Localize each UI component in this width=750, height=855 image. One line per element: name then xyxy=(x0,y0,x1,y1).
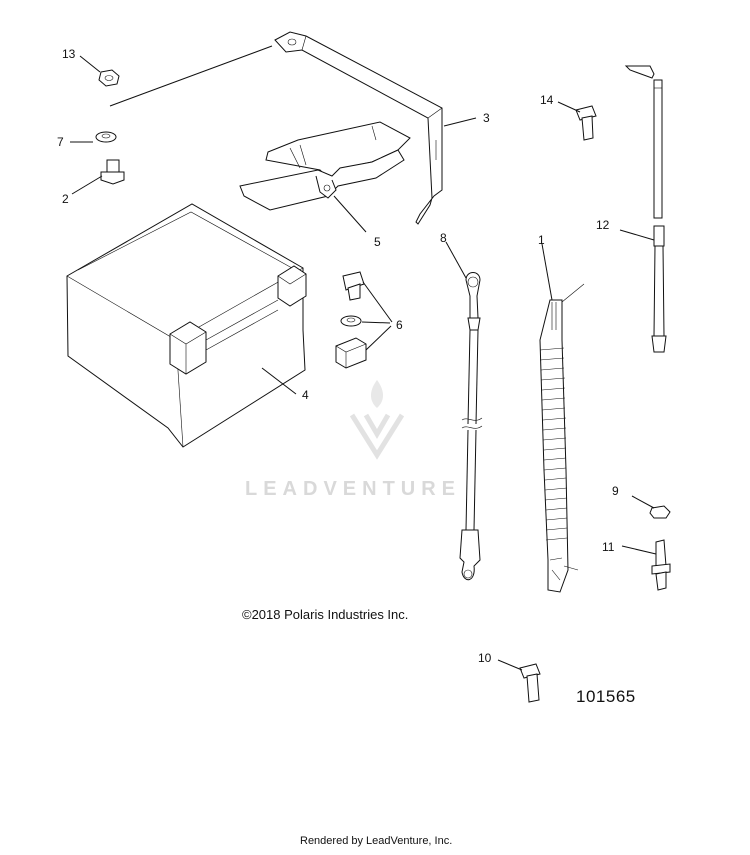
part-8-cable xyxy=(459,272,483,581)
callout-9: 9 xyxy=(612,484,619,498)
callout-3: 3 xyxy=(483,111,490,125)
part-5-clamp xyxy=(239,121,411,211)
part-6-hardware xyxy=(335,271,367,369)
callout-6: 6 xyxy=(396,318,403,332)
callout-2: 2 xyxy=(62,192,69,206)
rendered-by-footer: Rendered by LeadVenture, Inc. xyxy=(300,835,453,847)
callout-5: 5 xyxy=(374,235,381,249)
figure-number: 101565 xyxy=(576,687,636,706)
part-7-washer xyxy=(95,131,117,143)
part-11-stud xyxy=(651,539,671,591)
part-2-bolt xyxy=(100,159,125,185)
part-4-battery xyxy=(66,203,307,448)
callout-1: 1 xyxy=(538,233,545,247)
part-14-bolt xyxy=(575,105,597,141)
watermark-logo xyxy=(349,380,405,460)
part-10-bolt xyxy=(519,663,541,703)
callout-10: 10 xyxy=(478,651,492,665)
callout-8: 8 xyxy=(440,231,447,245)
part-13-nut xyxy=(98,69,120,87)
callout-11: 11 xyxy=(602,540,615,554)
part-12-rod xyxy=(624,65,667,353)
callout-13: 13 xyxy=(62,47,76,61)
part-9-nut xyxy=(649,505,671,519)
callout-14: 14 xyxy=(540,93,554,107)
copyright-notice: ©2018 Polaris Industries Inc. xyxy=(242,607,409,622)
callout-12: 12 xyxy=(596,218,610,232)
callout-4: 4 xyxy=(302,388,309,402)
part-1-boot xyxy=(539,283,585,593)
watermark-text: LEADVENTURE xyxy=(245,478,462,500)
part-3-bracket xyxy=(274,31,443,225)
callout-7: 7 xyxy=(57,135,64,149)
